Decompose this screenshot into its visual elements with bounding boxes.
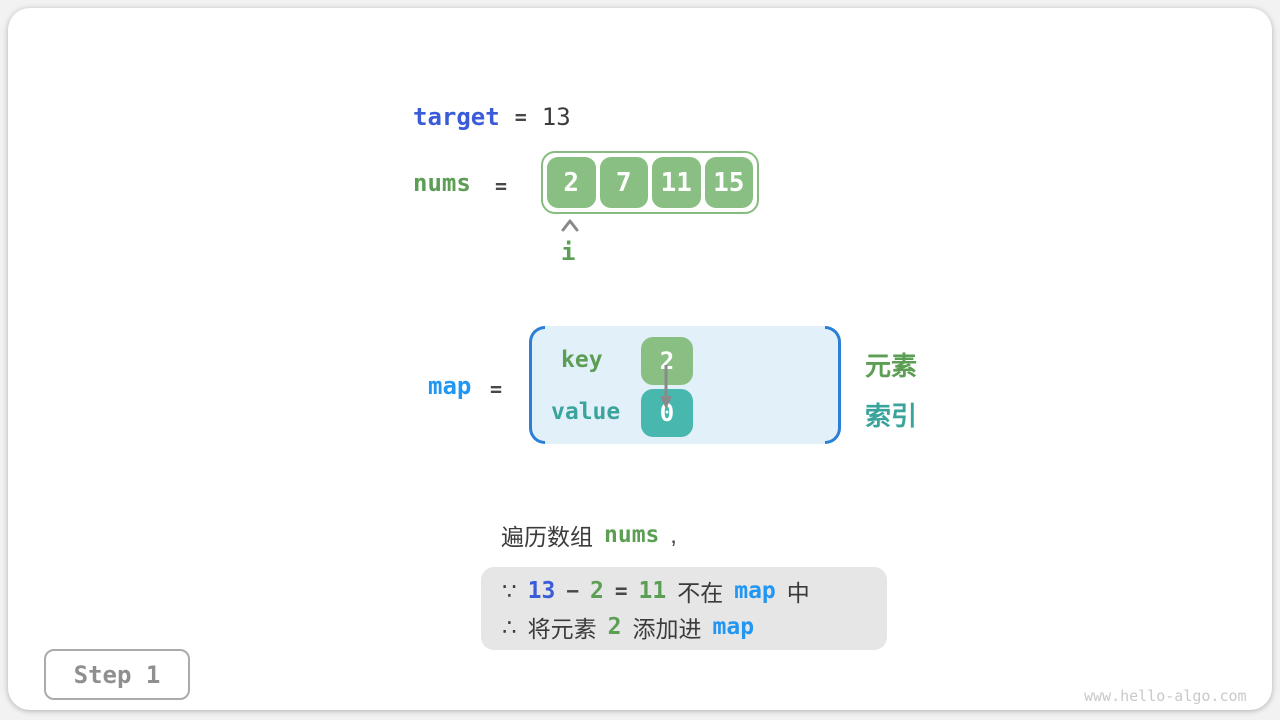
legend-index-label: 索引 xyxy=(865,401,918,431)
figure-card: target = 13 nums = 2 7 11 15 i map = key… xyxy=(8,8,1272,710)
nums-label: nums xyxy=(413,169,471,197)
add-element-text: 将元素 xyxy=(527,616,597,642)
target-label: target xyxy=(413,103,500,131)
minus-sign: − xyxy=(566,579,579,603)
caption-suffix: , xyxy=(670,521,677,548)
equals-sign: = xyxy=(614,579,628,603)
map-key-label: key xyxy=(561,347,603,373)
target-value-token: 13 xyxy=(527,578,556,604)
caption-code: nums xyxy=(604,522,660,548)
note-box: ∵ 13 − 2 = 11 不在 map 中 ∴ 将元素 2 添加进 map xyxy=(481,567,887,650)
map-value-label: value xyxy=(551,399,621,425)
index-pointer-label: i xyxy=(561,238,576,266)
difference-token: 11 xyxy=(638,578,667,604)
add-into-text: 添加进 xyxy=(632,616,702,642)
equals-sign: = xyxy=(490,377,503,401)
array-cell: 11 xyxy=(652,157,701,208)
caption-line: 遍历数组 nums , xyxy=(501,520,677,551)
note-line-2: ∴ 将元素 2 添加进 map xyxy=(502,612,755,643)
caret-up-icon xyxy=(561,219,579,232)
target-value: 13 xyxy=(541,103,571,131)
caption-prefix: 遍历数组 xyxy=(501,524,593,550)
map-label: map xyxy=(428,372,472,400)
element-token: 2 xyxy=(590,578,604,604)
target-assignment: target = 13 xyxy=(413,102,571,132)
equals-sign: = xyxy=(495,174,508,198)
in-suffix-text: 中 xyxy=(786,580,810,606)
equals-sign: = xyxy=(514,105,527,129)
map-token: map xyxy=(734,578,776,604)
therefore-symbol: ∴ xyxy=(502,613,517,640)
note-line-1: ∵ 13 − 2 = 11 不在 map 中 xyxy=(502,576,810,607)
element-token: 2 xyxy=(607,614,622,640)
watermark-url: www.hello-algo.com xyxy=(1084,687,1247,705)
array-cell: 15 xyxy=(704,157,753,208)
not-in-text: 不在 xyxy=(677,580,724,606)
map-token: map xyxy=(712,614,755,640)
map-container: key 2 value 0 xyxy=(529,326,841,444)
nums-array: 2 7 11 15 xyxy=(541,151,759,214)
map-right-bracket xyxy=(825,326,841,444)
legend-element-label: 元素 xyxy=(865,351,918,381)
array-cell: 7 xyxy=(599,157,648,208)
because-symbol: ∵ xyxy=(502,577,517,604)
arrow-down-icon xyxy=(660,365,672,409)
step-badge: Step 1 xyxy=(44,649,190,700)
map-left-bracket xyxy=(529,326,545,444)
array-cell: 2 xyxy=(547,157,596,208)
